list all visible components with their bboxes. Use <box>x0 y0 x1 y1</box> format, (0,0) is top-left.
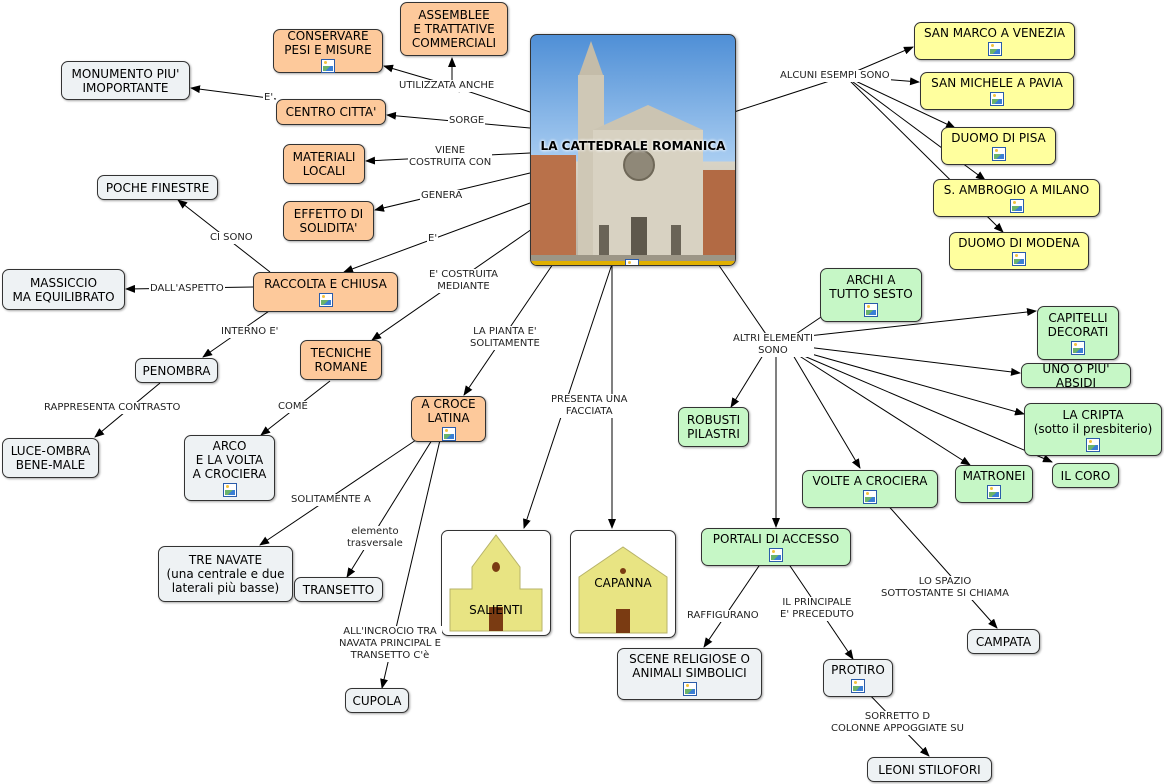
node-capitelli[interactable]: CAPITELLI DECORATI <box>1037 306 1119 360</box>
link-label-genera: GENERA <box>420 190 464 202</box>
link-label-e: E' <box>263 92 275 104</box>
central-topic[interactable]: LA CATTEDRALE ROMANICA <box>530 34 736 266</box>
image-icon[interactable] <box>318 293 333 307</box>
image-icon[interactable] <box>625 259 639 265</box>
image-icon[interactable] <box>682 682 697 696</box>
node-luce-ombra[interactable]: LUCE-OMBRA BENE-MALE <box>2 438 99 478</box>
image-icon[interactable] <box>321 59 335 73</box>
node-volte[interactable]: VOLTE A CROCIERA <box>802 470 938 508</box>
image-icon[interactable] <box>1071 341 1085 355</box>
node-assemblee[interactable]: ASSEMBLEE E TRATTATIVE COMMERCIALI <box>400 2 508 56</box>
node-materiali[interactable]: MATERIALI LOCALI <box>283 144 365 184</box>
link-label-incrocio: ALL'INCROCIO TRA NAVATA PRINCIPAL E TRAN… <box>338 626 442 662</box>
node-poche-finestre[interactable]: POCHE FINESTRE <box>97 175 218 200</box>
node-san-michele[interactable]: SAN MICHELE A PAVIA <box>920 72 1074 110</box>
central-topic-title: LA CATTEDRALE ROMANICA <box>540 139 726 153</box>
link-label-presenta: PRESENTA UNA FACCIATA <box>550 394 629 418</box>
node-duomo-pisa[interactable]: DUOMO DI PISA <box>941 127 1056 165</box>
node-massiccio[interactable]: MASSICCIO MA EQUILIBRATO <box>2 269 125 310</box>
image-icon[interactable] <box>1012 252 1026 266</box>
image-icon[interactable] <box>987 485 1001 499</box>
image-icon[interactable] <box>863 490 877 504</box>
node-ambrogio[interactable]: S. AMBROGIO A MILANO <box>933 179 1100 217</box>
image-icon[interactable] <box>769 548 783 562</box>
node-robusti[interactable]: ROBUSTI PILASTRI <box>678 407 749 447</box>
link-label-spazio: LO SPAZIO SOTTOSTANTE SI CHIAMA <box>880 576 1010 600</box>
link-label-sorge: SORGE <box>448 115 486 127</box>
image-icon[interactable] <box>1086 437 1100 452</box>
link-label-pianta: LA PIANTA E' SOLITAMENTE <box>469 326 541 350</box>
node-protiro[interactable]: PROTIRO <box>823 659 893 697</box>
link-label-principale: IL PRINCIPALE E' PRECEDUTO <box>779 597 855 621</box>
node-absidi[interactable]: UNO O PIU' ABSIDI <box>1021 362 1131 390</box>
node-arco[interactable]: ARCO E LA VOLTA A CROCIERA <box>184 435 275 501</box>
node-san-marco[interactable]: SAN MARCO A VENEZIA <box>914 22 1075 60</box>
node-tecniche[interactable]: TECNICHE ROMANE <box>300 340 382 380</box>
image-icon[interactable] <box>441 427 456 441</box>
node-cupola[interactable]: CUPOLA <box>345 688 409 713</box>
salienti-facade-drawing <box>449 534 543 632</box>
node-archi[interactable]: ARCHI A TUTTO SESTO <box>820 268 922 322</box>
node-conservare[interactable]: CONSERVARE PESI E MISURE <box>273 29 383 73</box>
node-raccolta[interactable]: RACCOLTA E CHIUSA <box>253 272 398 312</box>
link-label-dallaspetto: DALL'ASPETTO <box>149 283 225 295</box>
link-label-interno: INTERNO E' <box>220 326 280 338</box>
node-salienti[interactable]: SALIENTI <box>441 530 551 636</box>
node-croce-latina[interactable]: A CROCE LATINA <box>411 396 486 442</box>
node-penombra[interactable]: PENOMBRA <box>135 358 218 383</box>
image-icon[interactable] <box>990 92 1004 106</box>
link-label-come: COME <box>277 401 309 413</box>
link-label-esempi: ALCUNI ESEMPI SONO <box>779 70 891 82</box>
node-duomo-modena[interactable]: DUOMO DI MODENA <box>949 232 1089 270</box>
link-label-altri: ALTRI ELEMENTI SONO <box>732 333 814 357</box>
link-label-sorretto: SORRETTO D COLONNE APPOGGIATE SU <box>830 711 965 735</box>
node-coro[interactable]: IL CORO <box>1052 463 1119 488</box>
node-centro-citta[interactable]: CENTRO CITTA' <box>276 99 386 125</box>
image-icon[interactable] <box>1009 199 1024 213</box>
node-leoni[interactable]: LEONI STILOFORI <box>867 757 992 782</box>
image-icon[interactable] <box>851 679 865 693</box>
capanna-label: CAPANNA <box>594 576 652 590</box>
node-campata[interactable]: CAMPATA <box>967 629 1040 654</box>
link-label-elemento: elemento trasversale <box>346 526 404 550</box>
link-label-solitamente: SOLITAMENTE A <box>290 494 372 506</box>
node-scene[interactable]: SCENE RELIGIOSE O ANIMALI SIMBOLICI <box>617 648 762 700</box>
image-icon[interactable] <box>864 303 878 317</box>
image-icon[interactable] <box>222 483 237 497</box>
image-icon[interactable] <box>991 147 1006 161</box>
node-portali[interactable]: PORTALI DI ACCESSO <box>701 528 851 566</box>
link-label-rappresenta: RAPPRESENTA CONTRASTO <box>43 402 182 414</box>
link-label-viene: VIENE COSTRUITA CON <box>408 145 493 169</box>
node-cripta[interactable]: LA CRIPTA (sotto il presbiterio) <box>1024 403 1162 456</box>
node-tre-navate[interactable]: TRE NAVATE (una centrale e due laterali … <box>158 546 293 602</box>
node-transetto[interactable]: TRANSETTO <box>294 577 383 602</box>
node-effetto[interactable]: EFFETTO DI SOLIDITA' <box>283 201 374 241</box>
link-label-ci-sono: CI SONO <box>209 232 254 244</box>
link-label-utilizzata: UTILIZZATA ANCHE <box>398 80 496 92</box>
node-monumento[interactable]: MONUMENTO PIU' IMOPORTANTE <box>61 61 190 100</box>
node-capanna[interactable]: CAPANNA <box>570 530 676 638</box>
salienti-label: SALIENTI <box>469 603 523 617</box>
link-label-costruita: E' COSTRUITA MEDIANTE <box>428 269 499 293</box>
link-label-raffigurano: RAFFIGURANO <box>686 610 760 622</box>
link-label-e-raccolta: E' <box>427 233 439 245</box>
node-matronei[interactable]: MATRONEI <box>955 465 1033 503</box>
image-icon[interactable] <box>987 42 1002 56</box>
capanna-facade-drawing <box>578 546 668 634</box>
